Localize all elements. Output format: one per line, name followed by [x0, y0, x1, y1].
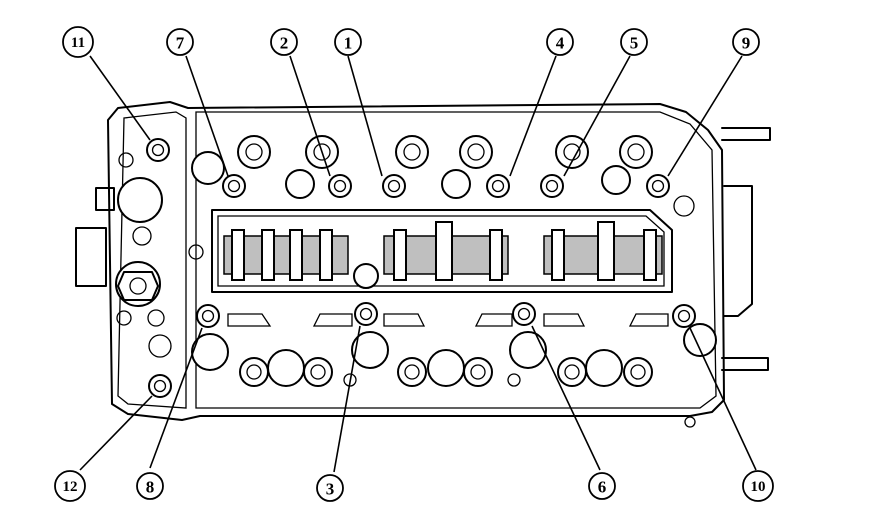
leader-12 [79, 395, 153, 471]
lower-bore-row [191, 331, 653, 387]
leader-3 [333, 325, 361, 473]
leader-10 [689, 327, 757, 471]
callout-12-label: 12 [63, 479, 78, 495]
camshaft-cavity [211, 209, 673, 293]
leader-lines [79, 55, 757, 473]
left-end-features [75, 152, 204, 358]
callout-9: 9 [732, 28, 760, 56]
head-bolt-2 [328, 174, 352, 198]
callout-11: 11 [62, 26, 94, 58]
callout-6: 6 [588, 472, 616, 500]
callout-4-label: 4 [556, 34, 565, 53]
callout-10: 10 [742, 470, 774, 502]
leader-2 [289, 55, 331, 177]
leader-5 [563, 55, 631, 177]
head-bolt-12 [148, 374, 172, 398]
leader-7 [185, 55, 229, 177]
leader-4 [509, 55, 557, 177]
leader-9 [667, 55, 743, 177]
head-bolt-6 [512, 302, 536, 326]
upper-bore-row [191, 135, 653, 199]
head-bolts [146, 138, 696, 398]
callout-6-label: 6 [598, 478, 607, 497]
leader-11 [89, 55, 151, 141]
callout-5-label: 5 [630, 34, 639, 53]
head-bolt-8 [196, 304, 220, 328]
callout-7: 7 [166, 28, 194, 56]
leader-1 [347, 55, 383, 177]
head-bolt-4 [486, 174, 510, 198]
callout-8: 8 [136, 472, 164, 500]
callout-3-label: 3 [326, 480, 335, 499]
callout-1: 1 [334, 28, 362, 56]
callout-4: 4 [546, 28, 574, 56]
cylinder-head-outline [107, 101, 725, 421]
callout-8-label: 8 [146, 478, 155, 497]
camshaft-right [543, 221, 663, 281]
callout-2: 2 [270, 28, 298, 56]
leader-6 [531, 325, 601, 471]
callout-7-label: 7 [176, 34, 185, 53]
head-bolt-11 [146, 138, 170, 162]
callout-12: 12 [54, 470, 86, 502]
camshaft-left [223, 229, 349, 281]
head-bolt-3 [354, 302, 378, 326]
leader-8 [149, 327, 203, 469]
callout-10-label: 10 [751, 479, 766, 495]
head-bolt-1 [382, 174, 406, 198]
callout-5: 5 [620, 28, 648, 56]
callout-1-label: 1 [344, 34, 353, 53]
callout-11-label: 11 [71, 35, 85, 51]
head-bolt-7 [222, 174, 246, 198]
head-bolt-9 [646, 174, 670, 198]
callout-2-label: 2 [280, 34, 289, 53]
callout-3: 3 [316, 474, 344, 502]
head-bolt-5 [540, 174, 564, 198]
camshaft-center [383, 221, 509, 281]
head-bolt-10 [672, 304, 696, 328]
bearing-cap-tabs [227, 313, 669, 327]
callout-9-label: 9 [742, 34, 751, 53]
